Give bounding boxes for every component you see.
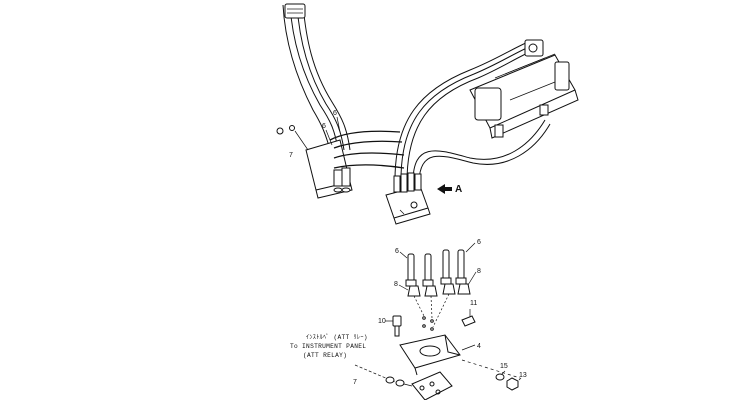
note-line-2: To INSTRUMENT PANEL bbox=[290, 343, 366, 350]
callout-6-lower-left: 6 bbox=[395, 248, 399, 255]
callout-7-upper: 7 bbox=[289, 152, 293, 159]
bolt-11 bbox=[461, 309, 476, 327]
top-hose-bundle bbox=[282, 3, 351, 151]
junction-block bbox=[385, 172, 431, 225]
callout-15: 15 bbox=[500, 363, 508, 370]
callout-6-lower-right: 6 bbox=[477, 239, 481, 246]
callout-4: 4 bbox=[477, 343, 481, 350]
callout-10: 10 bbox=[378, 318, 386, 325]
washer-15-nut-13 bbox=[495, 370, 522, 391]
hose-bracket bbox=[305, 130, 405, 199]
bolt-7-upper bbox=[276, 125, 309, 151]
control-valve bbox=[469, 39, 579, 139]
callout-7-lower: 7 bbox=[353, 379, 357, 386]
note-line-3: (ATT RELAY) bbox=[303, 352, 347, 359]
callout-6-upper-b: 6 bbox=[322, 123, 326, 130]
instrument-panel-note: ｲﾝｽﾄﾙﾍﾟ (ATT ﾘﾚｰ) To INSTRUMENT PANEL (A… bbox=[290, 334, 368, 359]
wire-connector-7 bbox=[354, 364, 413, 387]
fittings-8 bbox=[407, 283, 471, 331]
note-line-1: ｲﾝｽﾄﾙﾍﾟ (ATT ﾘﾚｰ) bbox=[306, 334, 368, 341]
lower-exploded-view: 6 6 8 8 10 11 4 7 15 13 ｲﾝｽﾄﾙﾍﾟ (ATT ﾘﾚｰ… bbox=[290, 239, 527, 400]
callout-8-lower-left: 8 bbox=[394, 281, 398, 288]
valve-hoses bbox=[394, 41, 551, 183]
view-arrow-a: A bbox=[437, 184, 462, 195]
hose-ends bbox=[405, 249, 467, 287]
bracket-4 bbox=[399, 334, 521, 379]
arrow-label-a: A bbox=[455, 184, 462, 195]
callout-11: 11 bbox=[470, 300, 477, 307]
bolt-10 bbox=[392, 315, 402, 337]
valve-block-lower bbox=[411, 371, 453, 400]
callout-8-lower-right: 8 bbox=[477, 268, 481, 275]
callout-13: 13 bbox=[519, 372, 527, 379]
upper-assembly: 6 6 7 A bbox=[276, 3, 579, 225]
callout-6-upper-a: 6 bbox=[333, 110, 337, 117]
